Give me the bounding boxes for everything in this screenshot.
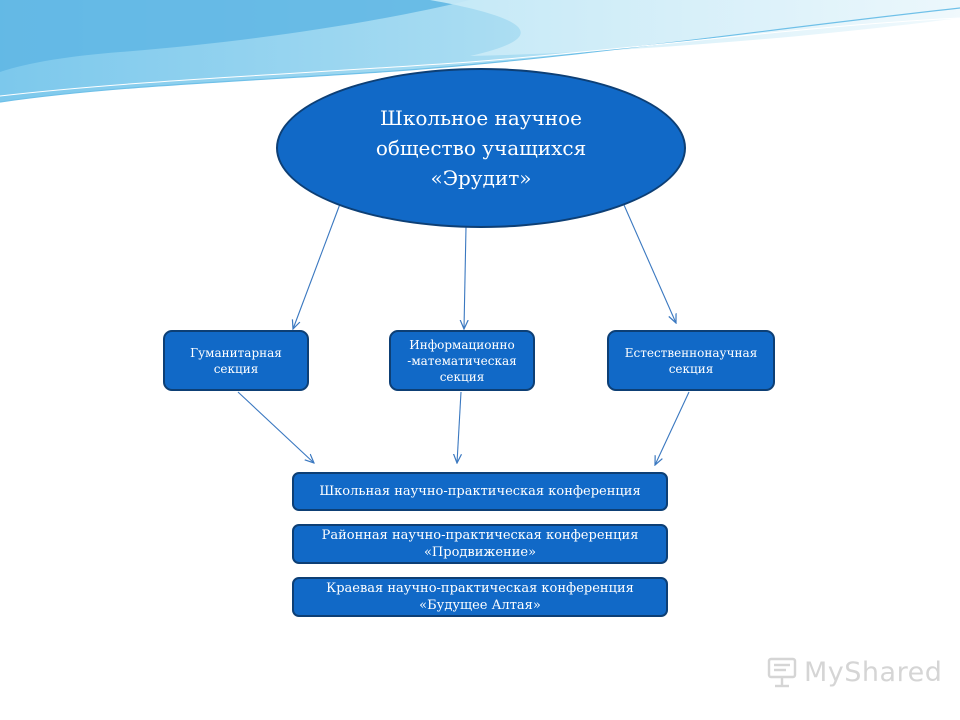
- root-node-student-society: Школьное научное общество учащихся «Эруд…: [276, 68, 686, 228]
- arrow-natural-science-to-conference: [655, 391, 690, 465]
- section-natural-science: Естественнонаучная секция: [607, 330, 775, 391]
- conference-school: Школьная научно-практическая конференция: [292, 472, 668, 511]
- presentation-board-icon: [767, 657, 797, 688]
- arrow-root-to-humanities: [293, 203, 341, 329]
- conference-regional: Краевая научно-практическая конференция …: [292, 577, 668, 617]
- arrow-it-math-to-conference: [457, 391, 461, 463]
- header-wave: [0, 0, 960, 103]
- watermark-text: MyShared: [804, 656, 943, 688]
- arrow-root-to-natural-science: [623, 204, 676, 323]
- connector-arrows: [237, 203, 690, 465]
- arrow-humanities-to-conference: [237, 391, 314, 463]
- watermark: MyShared: [766, 655, 942, 689]
- section-it-math: Информационно -математическая секция: [389, 330, 535, 391]
- conference-district: Районная научно-практическая конференция…: [292, 524, 668, 564]
- arrow-root-to-it-math: [464, 226, 466, 329]
- section-humanities: Гуманитарная секция: [163, 330, 309, 391]
